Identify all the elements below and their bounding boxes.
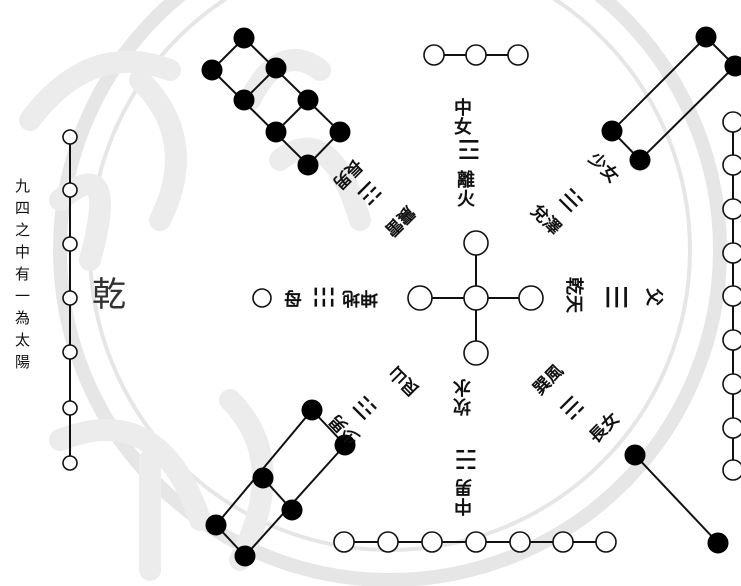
bottom-chain	[333, 531, 617, 553]
qian-chain	[62, 129, 78, 471]
qian-dot-7	[62, 455, 78, 471]
nw-ladder	[201, 27, 351, 176]
qian-dot-1	[62, 129, 78, 145]
right-name: 乾天	[563, 277, 584, 313]
bottom-role: 中男	[454, 478, 475, 516]
bottom-trigram: ☵	[451, 445, 481, 473]
qian-dot-2	[62, 182, 78, 198]
side-annotation: 九四之中有一為太陽	[13, 178, 31, 376]
left-role: 母	[284, 287, 302, 308]
center-cross	[252, 230, 544, 366]
qian-dot-6	[62, 400, 78, 416]
bottom-name: 坎水	[453, 378, 474, 416]
qian-dot-5	[62, 344, 78, 360]
top-role: 中女	[451, 98, 472, 136]
left-trigram: ☷	[307, 285, 338, 307]
right-role: 父	[643, 288, 664, 306]
qian-label: 乾	[92, 275, 126, 315]
se-line	[624, 444, 729, 554]
left-name: 坤地	[342, 287, 378, 308]
qian-dot-4	[62, 290, 78, 306]
qian-dot-3	[62, 236, 78, 252]
right-trigram: ☰	[599, 284, 633, 308]
top-chain	[423, 44, 529, 66]
sw-ladder	[205, 399, 356, 567]
right-chain	[722, 111, 741, 481]
ne-ladder	[601, 26, 741, 171]
top-name: 離火	[454, 170, 475, 208]
top-trigram: ☲	[454, 136, 484, 164]
